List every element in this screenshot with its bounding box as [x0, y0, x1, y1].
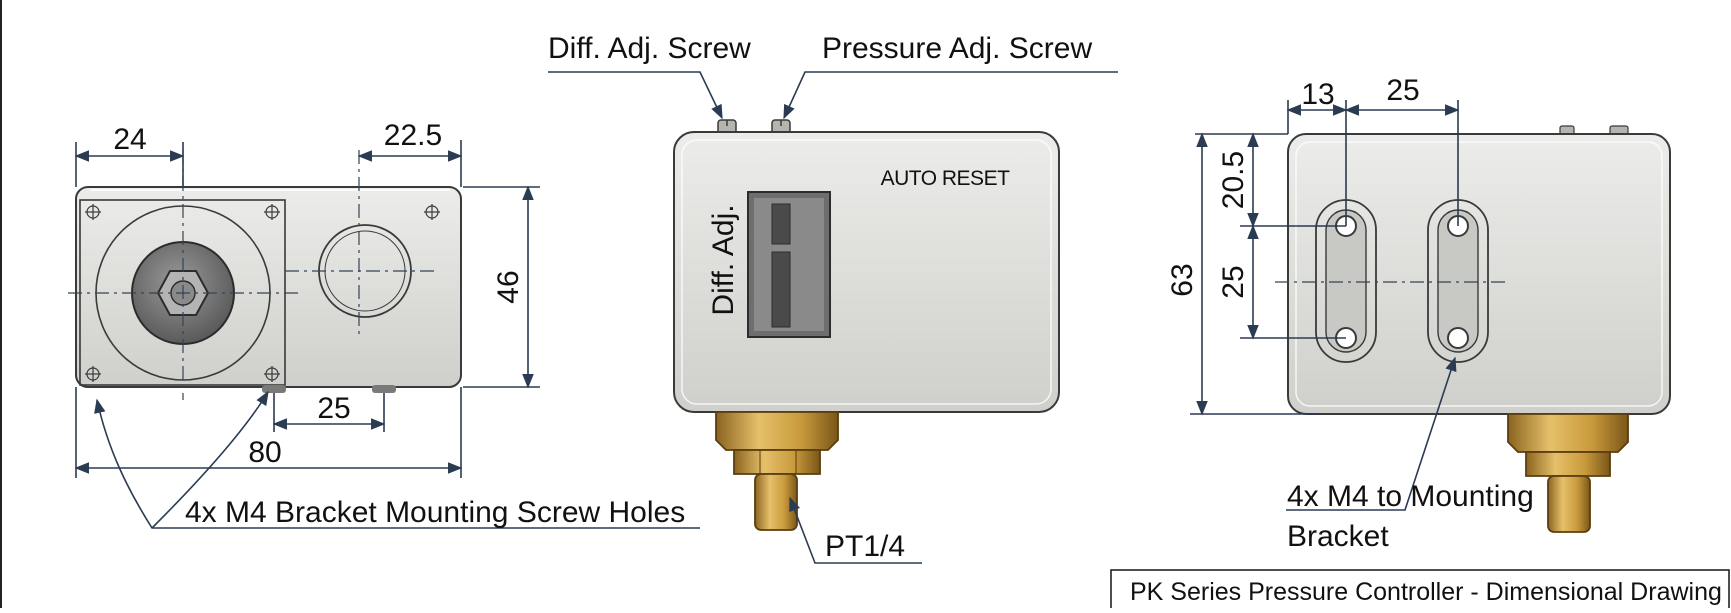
dim-24: 24 — [113, 123, 146, 156]
right-view: 13 25 20.5 25 63 4x M4 to Mounting Brack… — [1166, 74, 1671, 553]
title-block-text: PK Series Pressure Controller - Dimensio… — [1130, 578, 1722, 606]
m4-mount-label-line2: Bracket — [1287, 520, 1389, 553]
dim-63: 63 — [1166, 263, 1199, 296]
bottom-foot — [262, 385, 286, 393]
brass-hex-nut — [733, 449, 821, 475]
dim-22-5: 22.5 — [384, 119, 442, 152]
corner-screw-holes — [85, 204, 440, 382]
dim-80: 80 — [248, 436, 281, 469]
brass-fitting-body — [715, 411, 839, 451]
pt-label: PT1/4 — [825, 530, 905, 563]
diff-adj-label: Diff. Adj. — [707, 204, 740, 315]
m4-mount-label-line1: 4x M4 to Mounting — [1287, 480, 1534, 513]
diff-adj-screw-label: Diff. Adj. Screw — [548, 32, 751, 65]
right-housing — [1287, 133, 1671, 415]
dim-25-bottom: 25 — [317, 392, 350, 425]
dim-25-side: 25 — [1217, 265, 1250, 298]
dim-13: 13 — [1301, 78, 1334, 111]
dim-25-top: 25 — [1386, 74, 1419, 107]
right-pt-stem — [1547, 475, 1591, 533]
auto-reset-label: AUTO RESET — [881, 167, 1010, 190]
title-block: PK Series Pressure Controller - Dimensio… — [1110, 569, 1730, 611]
dim-46: 46 — [492, 270, 525, 303]
left-view: 24 22.5 46 25 80 4x M4 Bracket Mounting … — [68, 119, 700, 529]
dim-20-5: 20.5 — [1217, 151, 1250, 209]
bottom-foot — [372, 385, 396, 393]
m4-hole — [1447, 327, 1469, 349]
right-brass-fitting — [1507, 413, 1629, 453]
pressure-adj-screw-label: Pressure Adj. Screw — [822, 32, 1092, 65]
bracket-holes-label: 4x M4 Bracket Mounting Screw Holes — [185, 496, 685, 529]
middle-view: Diff. Adj. AUTO RESET Diff. Adj. Screw P… — [548, 32, 1118, 564]
